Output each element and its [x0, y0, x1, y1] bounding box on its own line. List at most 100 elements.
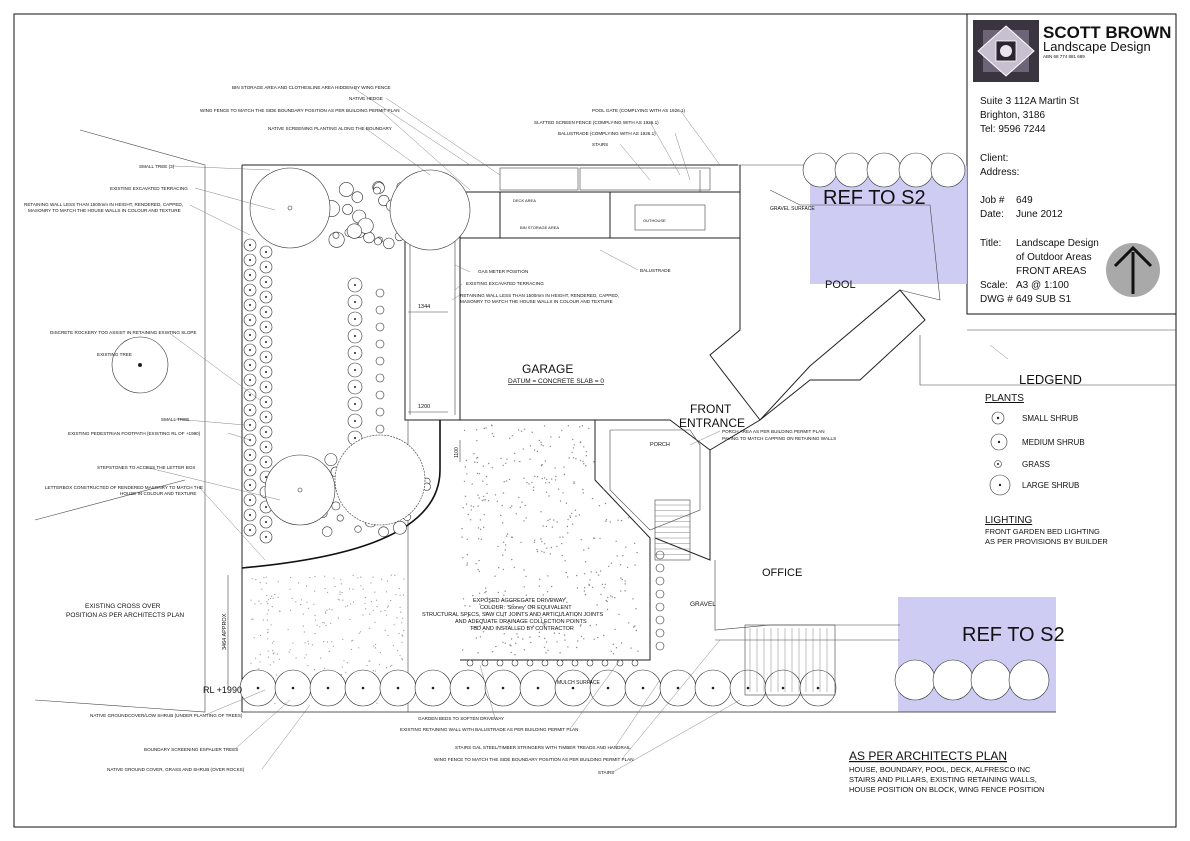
note-left-5: DISCRETE ROCKERY TOO ASSIST IN RETAINING… [50, 330, 197, 335]
driveway-dot [563, 466, 565, 468]
driveway-dot [493, 435, 495, 438]
driveway-dot [496, 605, 498, 608]
driveway-dot [538, 636, 540, 638]
lawn-dot [352, 601, 355, 603]
shrub-centre [249, 289, 251, 291]
lawn-dot [380, 610, 382, 612]
crossover-line-2: POSITION AS PER ARCHITECTS PLAN [66, 612, 184, 619]
lawn-dot [270, 624, 272, 626]
driveway-dot [476, 429, 478, 431]
driveway-dot [599, 570, 602, 572]
driveway-dot [603, 587, 605, 589]
lawn-dot [307, 607, 309, 610]
driveway-dot [501, 504, 503, 507]
driveway-dot [572, 438, 574, 441]
lawn-dot [325, 612, 327, 614]
architects-note-heading: AS PER ARCHITECTS PLAN [849, 749, 1007, 763]
driveway-dot [517, 612, 519, 614]
lawn-dot [300, 604, 302, 606]
lawn-dot [402, 617, 404, 619]
lawn-dot [399, 594, 401, 596]
driveway-dot [620, 519, 623, 522]
driveway-dot [583, 446, 585, 448]
note-left-9: LETTERBOX CONSTRUCTED OF RENDERED MASONR… [45, 485, 203, 490]
rock [324, 453, 338, 466]
lawn-dot [267, 603, 269, 605]
driveway-dot [602, 488, 605, 490]
driveway-dot [561, 611, 564, 614]
lawn-dot [324, 575, 326, 577]
driveway-note-2: COLOUR: 'Stoney' OR EQUIVALENT [480, 605, 572, 611]
grass-clump [375, 339, 385, 349]
driveway-dot [461, 527, 463, 530]
driveway-dot [545, 491, 548, 493]
small-shrub [571, 659, 579, 667]
small-shrub-outline [655, 563, 665, 573]
north-arrow-icon [1106, 243, 1160, 297]
leader-line [351, 86, 471, 166]
title-line-2: of Outdoor Areas [1016, 252, 1092, 263]
lawn-dot [265, 582, 267, 584]
lawn-dot [346, 662, 348, 664]
large-shrub [414, 669, 452, 707]
lawn-dot [396, 617, 398, 619]
lawn-dot [259, 661, 261, 663]
driveway-dot [588, 547, 590, 549]
lawn-dot [392, 645, 394, 647]
driveway-dot [595, 571, 598, 573]
medium-shrub [243, 283, 257, 297]
driveway-dot [600, 593, 602, 596]
small-shrub [655, 576, 665, 586]
note-left-8: STEPSTONES TO ACCESS THE LETTER BOX [97, 465, 195, 470]
driveway-dot [615, 540, 617, 542]
driveway-dot [525, 575, 527, 578]
driveway-dot [506, 458, 508, 460]
driveway-dot [502, 568, 505, 571]
legend: LEDGEND PLANTS SMALL SHRUB MEDIUM SHRUB … [985, 372, 1108, 546]
small-shrub-outline [511, 659, 519, 667]
driveway-dot [529, 636, 531, 638]
lawn-dot [250, 662, 252, 664]
driveway-dot [544, 623, 546, 625]
shrub-centre [354, 386, 356, 388]
large-shrub-centre [676, 686, 680, 690]
driveway-dot [491, 467, 493, 469]
driveway-dot [617, 519, 619, 521]
driveway-dot [544, 460, 546, 462]
driveway-dot [593, 638, 595, 640]
medium-shrub [259, 305, 273, 319]
lawn-dot [271, 642, 273, 644]
small-shrub [496, 659, 504, 667]
lawn-dot [254, 603, 256, 605]
driveway-dot [482, 618, 485, 621]
driveway-dot [569, 515, 571, 517]
architects-note-line-1: HOUSE, BOUNDARY, POOL, DECK, ALFRESCO IN… [849, 765, 1031, 774]
note-left-2: EXISTING EXCAVATED TERRACING [110, 186, 188, 191]
driveway-dot [526, 481, 528, 484]
lawn-dot [357, 577, 359, 579]
medium-shrub [259, 290, 273, 304]
large-shrub [274, 669, 312, 707]
medium-shrub-symbol [990, 433, 1008, 451]
ref-s2-top: REF TO S2 [823, 187, 926, 209]
lawn-dot [262, 619, 264, 621]
large-shrub-centre [501, 686, 505, 690]
large-shrub-centre [711, 686, 715, 690]
boundary-screening-shrubs [239, 550, 1050, 707]
small-shrub-outline [655, 615, 665, 625]
driveway-dot [469, 519, 472, 521]
driveway-dot [550, 546, 553, 549]
lawn-dot [255, 657, 257, 659]
small-shrub-symbol [991, 411, 1005, 425]
lawn-dot [373, 645, 375, 647]
lawn-dot [341, 591, 343, 594]
small-shrub [541, 659, 549, 667]
driveway-dot [476, 461, 478, 464]
small-shrub-outline [655, 550, 665, 560]
small-shrub [655, 641, 665, 651]
note-left-4: MASONRY TO MATCH THE HOUSE WALLS IN COLO… [28, 208, 181, 213]
driveway-notes: EXPOSED AGGREGATE DRIVEWAY COLOUR: 'Ston… [422, 598, 603, 632]
lawn-dot [267, 609, 269, 611]
large-shrub-centre [816, 686, 820, 690]
grass-outline [375, 288, 385, 298]
